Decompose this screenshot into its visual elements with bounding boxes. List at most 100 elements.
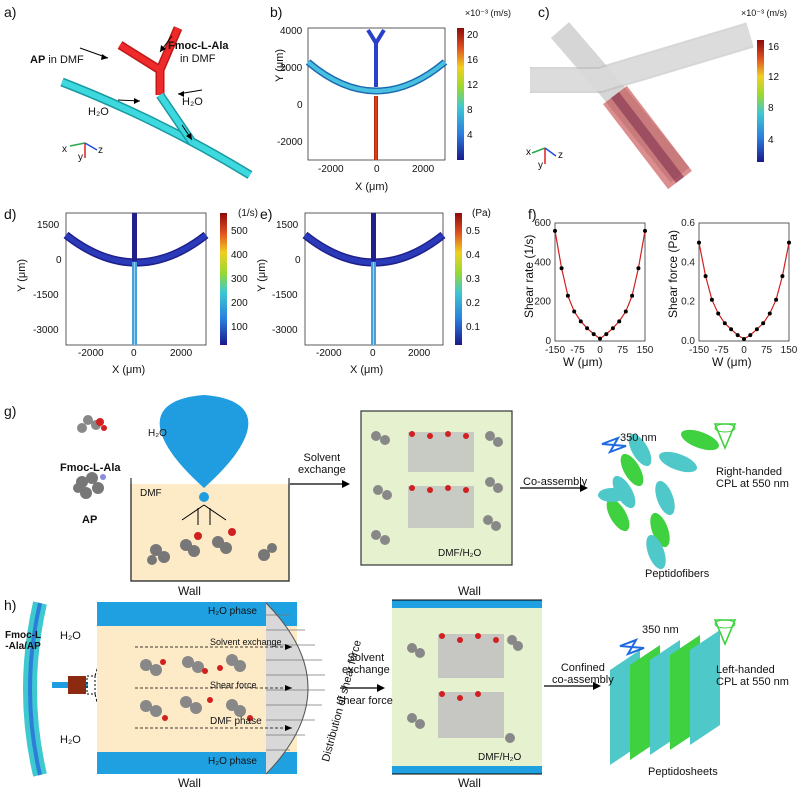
nm350-label-h: 350 nm — [642, 624, 679, 636]
h2o-phase1-label-h: H₂O phase — [208, 606, 257, 617]
dmf-label-g: DMF — [140, 488, 162, 499]
y-tick-b: 4000 — [280, 26, 303, 37]
x-axis-label-b: X (μm) — [355, 181, 389, 193]
x-tick-d: -2000 — [78, 348, 104, 359]
data-point — [578, 319, 583, 324]
colorbar-unit-e: (Pa) — [472, 208, 491, 219]
cbar-tick-e: 0.2 — [466, 298, 480, 309]
data-point — [787, 240, 791, 245]
fmoc-suffix: in DMF — [180, 53, 216, 65]
y-tick-b: 2000 — [280, 63, 303, 74]
x-tick-e: 2000 — [408, 348, 431, 359]
cbar-tick-d: 200 — [231, 298, 248, 309]
data-point — [735, 333, 740, 338]
y-tick-d: 0 — [56, 255, 62, 266]
y-tick-label: 400 — [534, 257, 551, 268]
solvent-exchange-label-g: Solvent exchange — [298, 452, 346, 476]
data-point — [729, 327, 734, 332]
cbar-tick-c: 16 — [768, 42, 780, 53]
cbar-tick-d: 300 — [231, 274, 248, 285]
cpl-label-h: Left-handed CPL at 550 nm — [716, 664, 789, 688]
panel-label-h: h) — [4, 597, 17, 613]
data-point — [767, 311, 772, 316]
x-tick-label: 0 — [597, 345, 603, 356]
data-point — [617, 319, 622, 324]
h2o-label-g: H₂O — [148, 428, 167, 439]
x-tick-b: -2000 — [318, 164, 344, 175]
panel-label-g: g) — [4, 403, 17, 419]
h2o-phase2-label-h: H₂O phase — [208, 756, 257, 767]
cbar-tick-b: 16 — [467, 55, 479, 66]
data-point — [748, 333, 753, 338]
x-tick-label: 150 — [781, 345, 798, 356]
cbar-tick-c: 12 — [768, 72, 780, 83]
data-point — [716, 311, 721, 316]
data-point — [761, 321, 766, 326]
cbar-tick-c: 8 — [768, 103, 774, 114]
x-tick-label: 75 — [617, 345, 629, 356]
y-tick-e: -3000 — [272, 325, 298, 336]
co-assembly-label-g: Co-assembly — [523, 476, 588, 488]
shear-force-inner-h: Shear force — [210, 680, 257, 690]
x-tick-b: 2000 — [412, 164, 435, 175]
x-tick-e: -2000 — [316, 348, 342, 359]
cbar-tick-b: 12 — [467, 80, 479, 91]
cbar-tick-e: 0.4 — [466, 250, 480, 261]
data-point — [774, 297, 779, 302]
axis-y-label-c: y — [538, 160, 543, 171]
panel-label-d: d) — [4, 206, 17, 222]
colorbar-unit-c: ×10⁻³ (m/s) — [741, 8, 788, 18]
data-point — [709, 297, 714, 302]
x-tick-d: 0 — [131, 348, 137, 359]
panel-label-c: c) — [538, 4, 550, 20]
x-tick-d: 2000 — [170, 348, 193, 359]
data-point — [623, 309, 628, 314]
product-label-h: Peptidosheets — [648, 766, 718, 778]
dmf-h2o-label-g: DMF/H₂O — [438, 548, 482, 559]
panel-label-e: e) — [260, 206, 273, 222]
data-point — [742, 337, 746, 342]
y-tick-e: 0 — [295, 255, 301, 266]
data-point — [591, 332, 596, 337]
x-axis-label-f1: W (μm) — [563, 355, 603, 369]
cbar-tick-e: 0.5 — [466, 226, 480, 237]
y-tick-b: -2000 — [277, 137, 303, 148]
panel-label-f: f) — [528, 206, 537, 222]
cbar-tick-e: 0.1 — [466, 322, 480, 333]
y-tick-d: -1500 — [33, 290, 59, 301]
y-tick-d: -3000 — [33, 325, 59, 336]
data-point — [630, 293, 635, 298]
colorbar-unit-b: ×10⁻³ (m/s) — [465, 8, 512, 18]
fmoc-label: Fmoc-L-Ala — [168, 40, 229, 52]
x-tick-label: -75 — [570, 345, 585, 356]
x-tick-e: 0 — [370, 348, 376, 359]
y-tick-label: 200 — [534, 297, 551, 308]
data-point — [553, 228, 557, 233]
axis-x-label: x — [62, 144, 67, 155]
axis-y-label: y — [78, 152, 83, 163]
y-tick-label: 0.0 — [681, 336, 695, 347]
data-point — [636, 266, 641, 271]
x-axis-label-e: X (μm) — [350, 364, 384, 376]
x-axis-label-f2: W (μm) — [712, 355, 752, 369]
x-tick-label: -75 — [714, 345, 729, 356]
data-point — [610, 326, 615, 331]
wall2-top-label-h: Wall — [458, 584, 481, 598]
ap-label: AP in DMF — [30, 54, 84, 66]
wall-top-label-h: Wall — [178, 584, 201, 598]
data-point — [572, 309, 577, 314]
y-tick-label: 600 — [534, 218, 551, 229]
data-point — [643, 228, 647, 233]
product-label-g: Peptidofibers — [645, 568, 710, 580]
y-tick-e: -1500 — [272, 290, 298, 301]
h2o-bot-label-h: H₂O — [60, 734, 81, 746]
data-point — [604, 332, 609, 337]
x-tick-label: 0 — [741, 345, 747, 356]
ap-label-g: AP — [82, 514, 98, 526]
cbar-tick-d: 500 — [231, 226, 248, 237]
x-tick-label: -150 — [689, 345, 709, 356]
nm350-label-g: 350 nm — [620, 432, 657, 444]
data-point — [754, 327, 759, 332]
